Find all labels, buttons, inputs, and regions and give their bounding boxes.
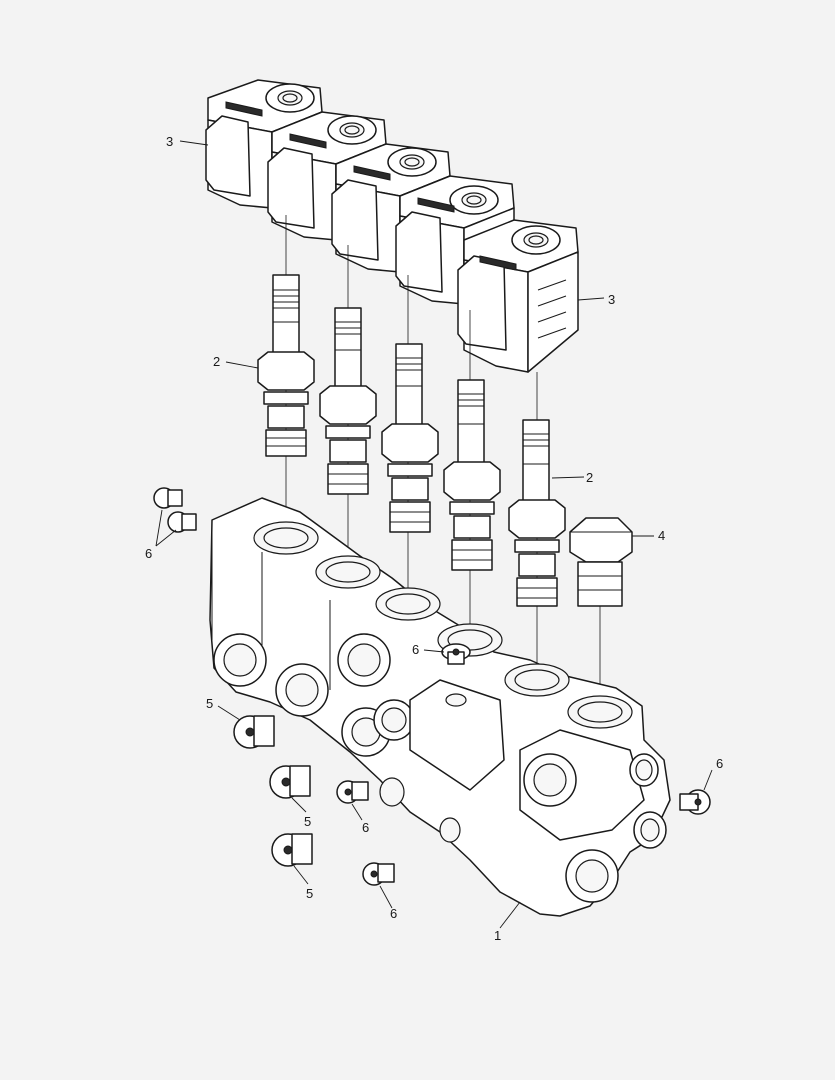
- callout-cartridge-right: 2: [586, 470, 593, 485]
- callout-manifold: 1: [494, 928, 501, 943]
- callout-cartridge-left: 2: [213, 354, 220, 369]
- callout-coil-left: 3: [166, 134, 173, 149]
- plug-lower-b: [362, 862, 395, 886]
- cartridge-valve-5: [508, 419, 566, 607]
- callout-plug-lower-a: 6: [362, 820, 369, 835]
- plug-top-left-a: [153, 487, 183, 509]
- plug-mid: [441, 643, 471, 665]
- plug-top-left-b: [167, 511, 197, 533]
- callout-plug-mid: 6: [412, 642, 419, 657]
- port-plug-c: [271, 833, 313, 867]
- callout-cap-plug: 4: [658, 528, 665, 543]
- cartridge-valve-4: [443, 379, 501, 571]
- cartridge-valve-3: [381, 343, 439, 533]
- cap-plug: [569, 517, 633, 607]
- callout-plug-lower-b: 6: [390, 906, 397, 921]
- solenoid-coil-2: [267, 111, 387, 241]
- callout-port-plug-a: 5: [206, 696, 213, 711]
- plug-right: [679, 789, 711, 815]
- solenoid-coil-5: [457, 219, 579, 373]
- callout-port-plug-c: 5: [306, 886, 313, 901]
- callout-coil-right: 3: [608, 292, 615, 307]
- port-plug-b: [269, 765, 311, 799]
- cartridge-valve-1: [257, 274, 315, 457]
- plug-lower-a: [336, 780, 369, 804]
- leader-lines: [155, 140, 713, 929]
- callout-plug-right: 6: [716, 756, 723, 771]
- callout-port-plug-b: 5: [304, 814, 311, 829]
- callout-plug-top-left: 6: [145, 546, 152, 561]
- port-plug-a: [233, 715, 275, 749]
- cartridge-valve-2: [319, 307, 377, 495]
